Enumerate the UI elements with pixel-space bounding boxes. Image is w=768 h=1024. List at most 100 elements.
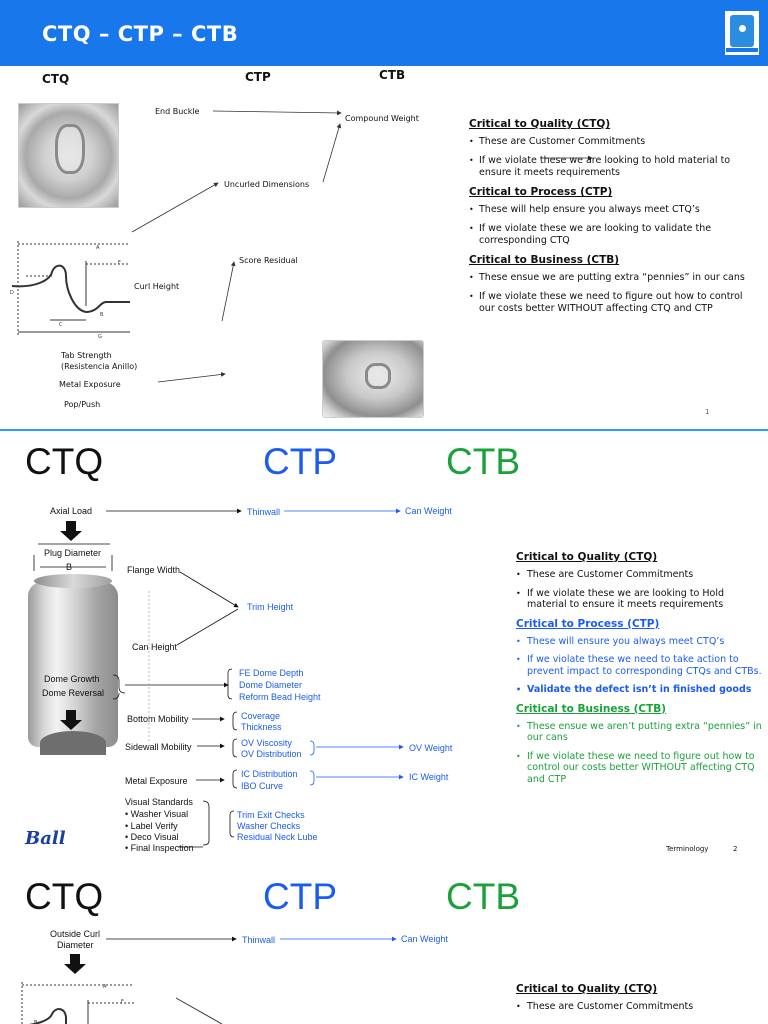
label-metal-exposure: Metal Exposure (59, 380, 121, 389)
label-outside-curl-2: Diameter (57, 940, 94, 950)
slide-separator-1 (0, 429, 768, 432)
can-dome (40, 731, 106, 755)
label-tab-strength-sub: (Resistencia Anillo) (61, 362, 138, 371)
ball-logo: Ball (25, 828, 66, 849)
dim-a: A (96, 245, 100, 251)
label-trim-exit-checks: Trim Exit Checks (237, 810, 305, 820)
ctp-bullet-2: If we violate these we are looking to va… (469, 223, 759, 247)
slide-2: CTQ CTP CTB Axial Load Thinwall Can Weig… (0, 431, 768, 863)
column-ctb: CTB (446, 441, 520, 482)
dim-c: C (59, 322, 63, 328)
ctp-bullet-1: These will help ensure you always meet C… (469, 204, 759, 216)
label-ic-weight: IC Weight (409, 772, 449, 782)
label-thickness: Thickness (241, 722, 282, 732)
label-compound-weight: Compound Weight (345, 114, 419, 123)
label-thinwall: Thinwall (247, 507, 281, 517)
label-curl-height: Curl Height (134, 282, 180, 291)
list-deco-visual: • Deco Visual (125, 832, 179, 842)
label-can-weight: Can Weight (401, 934, 448, 944)
column-ctp: CTP (263, 876, 337, 917)
column-ctp: CTP (245, 70, 271, 84)
label-metal-exposure: Metal Exposure (125, 776, 188, 786)
ctq-bullet-1: These are Customer Commitments (516, 569, 764, 581)
ctp-bullet-3: Validate the defect isn’t in finished go… (516, 684, 764, 696)
list-washer-visual: • Washer Visual (125, 809, 189, 819)
ctb-bullet-2: If we violate these we need to figure ou… (516, 751, 764, 786)
slide-1: CTQ – CTP – CTB CTQ CTP CTB A F D C G B … (0, 0, 768, 428)
slide3-arrows: A F B (21, 936, 397, 1024)
dim-b: B (100, 312, 104, 318)
slide2-arrows (33, 508, 404, 848)
slide-3: CTQ CTP CTB Outside Curl Diameter Thinwa… (0, 866, 768, 1024)
label-pop-push: Pop/Push (64, 400, 101, 409)
list-label-verify: • Label Verify (125, 821, 178, 831)
column-ctp: CTP (263, 441, 337, 482)
label-end-buckle: End Buckle (155, 107, 200, 116)
can-lid-photo (18, 103, 119, 208)
label-axial-load: Axial Load (50, 506, 93, 516)
column-ctb: CTB (379, 68, 406, 82)
ctb-heading: Critical to Business (CTB) (469, 254, 620, 266)
label-ibo-curve: IBO Curve (241, 781, 284, 791)
title-bar (0, 0, 768, 66)
label-plug-diameter: Plug Diameter (44, 548, 102, 558)
label-ov-weight: OV Weight (409, 743, 453, 753)
excellence-logo (723, 9, 761, 57)
curl-profile-diagram: A F D C G B (10, 241, 130, 340)
slide-title: CTQ – CTP – CTB (42, 22, 239, 46)
page-number-1: 1 (705, 408, 710, 416)
ctp-heading: Critical to Process (CTP) (516, 617, 660, 630)
dim-g: G (98, 334, 102, 340)
column-ctq: CTQ (25, 441, 104, 482)
label-ov-distribution: OV Distribution (241, 749, 302, 759)
can-top (34, 574, 112, 588)
label-reform-bead-height: Reform Bead Height (239, 692, 321, 702)
label-ic-distribution: IC Distribution (241, 769, 298, 779)
slide3-notes: Critical to Quality (CTQ) These are Cust… (516, 983, 764, 1020)
label-washer-checks: Washer Checks (237, 821, 301, 831)
column-ctq: CTQ (42, 72, 70, 86)
label-score-residual: Score Residual (239, 256, 298, 265)
label-fe-dome-depth: FE Dome Depth (239, 668, 304, 678)
ctp-heading: Critical to Process (CTP) (469, 186, 613, 198)
list-final-inspection: • Final Inspection (125, 843, 194, 853)
slide2-notes: Critical to Quality (CTQ) These are Cust… (516, 551, 764, 792)
dim-a: A (103, 984, 107, 990)
label-ov-viscosity: OV Viscosity (241, 738, 292, 748)
ctp-bullet-2: If we violate these we need to take acti… (516, 654, 764, 677)
ctq-heading: Critical to Quality (CTQ) (516, 551, 658, 563)
label-uncurled-dimensions: Uncurled Dimensions (224, 180, 310, 189)
label-can-height: Can Height (132, 642, 178, 652)
page-number-2: 2 (733, 845, 738, 853)
label-visual-standards: Visual Standards (125, 797, 193, 807)
label-thinwall: Thinwall (242, 935, 276, 945)
label-bottom-mobility: Bottom Mobility (127, 714, 189, 724)
ctq-bullet-1: These are Customer Commitments (516, 1001, 764, 1013)
label-dome-diameter: Dome Diameter (239, 680, 303, 690)
can-lid-photo-angled (322, 340, 424, 418)
ctb-bullet-1: These ensue we are putting extra “pennie… (469, 272, 759, 284)
label-flange-width: Flange Width (127, 565, 181, 575)
slide1-notes: Critical to Quality (CTQ) These are Cust… (469, 118, 759, 322)
dim-f: F (118, 260, 121, 266)
ctq-bullet-2: If we violate these we are looking to Ho… (516, 588, 764, 611)
label-residual-neck-lube: Residual Neck Lube (237, 832, 318, 842)
label-coverage: Coverage (241, 711, 281, 721)
column-ctb: CTB (446, 876, 520, 917)
footer-label: Terminology (666, 845, 709, 853)
label-sidewall-mobility: Sidewall Mobility (125, 742, 192, 752)
ctb-bullet-2: If we violate these we need to figure ou… (469, 291, 759, 315)
label-tab-strength: Tab Strength (61, 351, 112, 360)
dim-f: F (121, 999, 124, 1005)
label-outside-curl-1: Outside Curl (50, 929, 101, 939)
ctq-heading: Critical to Quality (CTQ) (469, 118, 611, 130)
label-trim-height: Trim Height (247, 602, 294, 612)
dim-d: D (10, 290, 14, 296)
label-dome-growth: Dome Growth (44, 674, 100, 684)
column-ctq: CTQ (25, 876, 104, 917)
ctq-bullet-2: If we violate these we are looking to ho… (469, 155, 759, 179)
dim-b: B (34, 1020, 38, 1024)
ctq-heading: Critical to Quality (CTQ) (516, 983, 658, 995)
ctb-bullet-1: These ensue we aren’t putting extra “pen… (516, 721, 764, 744)
label-can-weight: Can Weight (405, 506, 452, 516)
